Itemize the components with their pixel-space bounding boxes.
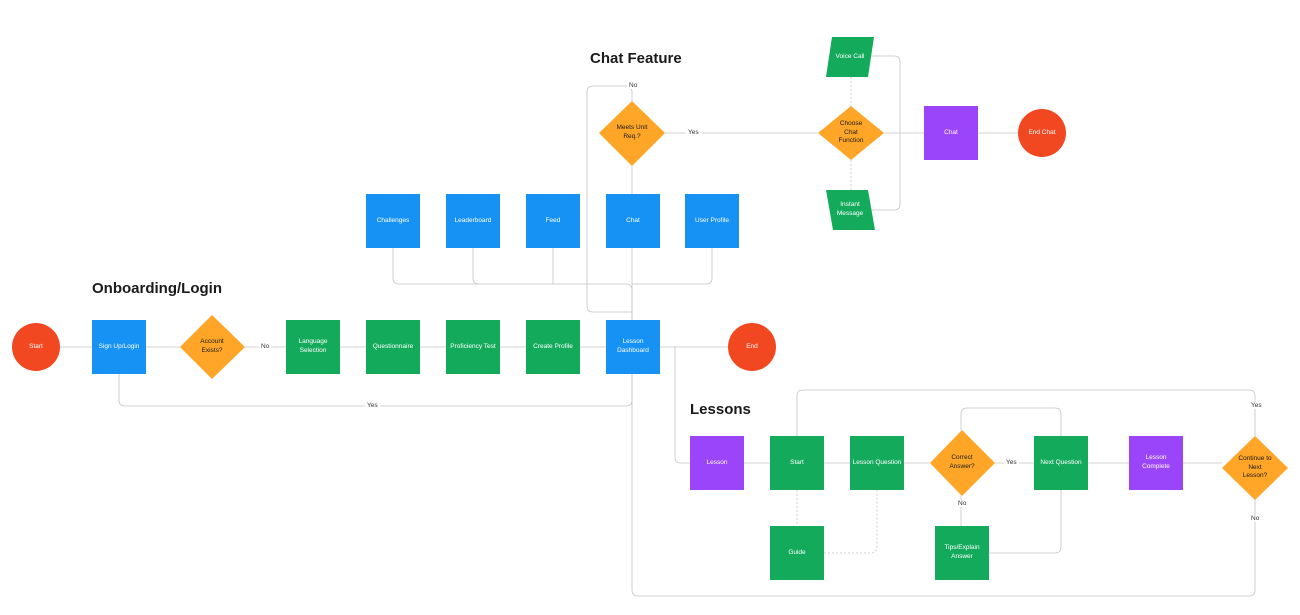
end-chat-node: End Chat bbox=[1018, 109, 1066, 157]
edge-instant-chat bbox=[870, 133, 901, 211]
questionnaire-node: Questionnaire bbox=[366, 320, 420, 374]
tips-explain-node: Tips/Explain Answer bbox=[935, 526, 989, 580]
edge-label-no-account: No bbox=[259, 343, 272, 350]
create-profile-node: Create Profile bbox=[526, 320, 580, 374]
correct-answer-diamond bbox=[930, 430, 995, 496]
edge-label-yes-correct: Yes bbox=[1004, 459, 1019, 466]
edge-leaderboard-bus bbox=[472, 248, 480, 285]
edge-profile-bus bbox=[632, 248, 713, 285]
user-profile-node: User Profile bbox=[685, 194, 739, 248]
language-selection-node: Language Selection bbox=[286, 320, 340, 374]
lesson-start-node: Start bbox=[770, 436, 824, 490]
instant-message-shape bbox=[826, 190, 875, 230]
next-question-node: Next Question bbox=[1034, 436, 1088, 490]
meets-unit-req-label: Meets Unit Req.? bbox=[616, 124, 648, 140]
leaderboard-node: Leaderboard bbox=[446, 194, 500, 248]
onboarding-heading: Onboarding/Login bbox=[92, 280, 222, 297]
meets-unit-req-diamond bbox=[599, 101, 665, 166]
edge-label-yes-continue: Yes bbox=[1249, 402, 1264, 409]
continue-next-lesson-diamond bbox=[1222, 436, 1288, 500]
voice-call-shape bbox=[826, 37, 874, 77]
chat-node: Chat bbox=[924, 106, 978, 160]
edge-next-loop bbox=[960, 407, 1062, 436]
choose-chat-function-label: Choose Chat Function bbox=[838, 119, 864, 145]
chat-nav-node: Chat bbox=[606, 194, 660, 248]
continue-next-lesson-label: Continue to Next Lesson? bbox=[1238, 454, 1272, 480]
correct-answer-label: Correct Answer? bbox=[949, 454, 975, 470]
lesson-node: Lesson bbox=[690, 436, 744, 490]
edge-continue-yes bbox=[796, 389, 1256, 436]
lesson-dashboard-node: Lesson Dashboard bbox=[606, 320, 660, 374]
edge-tips-next bbox=[989, 490, 1062, 554]
account-exists-diamond bbox=[180, 315, 245, 379]
edge-guide-question bbox=[824, 490, 878, 554]
guide-node: Guide bbox=[770, 526, 824, 580]
edge-label-no-continue: No bbox=[1249, 515, 1262, 522]
feed-node: Feed bbox=[526, 194, 580, 248]
challenges-node: Challenges bbox=[366, 194, 420, 248]
proficiency-test-node: Proficiency Test bbox=[446, 320, 500, 374]
edge-label-yes-account: Yes bbox=[365, 402, 380, 409]
sign-up-login-node: Sign Up/Login bbox=[92, 320, 146, 374]
edge-label-yes-unit: Yes bbox=[686, 129, 701, 136]
edge-dashboard-lesson bbox=[674, 347, 690, 464]
lesson-question-node: Lesson Question bbox=[850, 436, 904, 490]
instant-message-label: Instant Message bbox=[836, 201, 864, 217]
edge-challenges-bus bbox=[392, 248, 633, 320]
edge-label-no-correct: No bbox=[956, 500, 969, 507]
choose-chat-function-diamond bbox=[818, 106, 884, 160]
chat-feature-heading: Chat Feature bbox=[590, 50, 682, 67]
account-exists-label: Account Exists? bbox=[200, 338, 224, 354]
edge-label-no-unit: No bbox=[627, 82, 640, 89]
voice-call-label: Voice Call bbox=[835, 52, 865, 60]
edge-dashboard-loop bbox=[631, 374, 1256, 597]
edge-voice-chat bbox=[870, 55, 901, 133]
start-node: Start bbox=[12, 323, 60, 371]
end-node: End bbox=[728, 323, 776, 371]
lessons-heading: Lessons bbox=[690, 401, 751, 418]
lesson-complete-node: Lesson Complete bbox=[1129, 436, 1183, 490]
